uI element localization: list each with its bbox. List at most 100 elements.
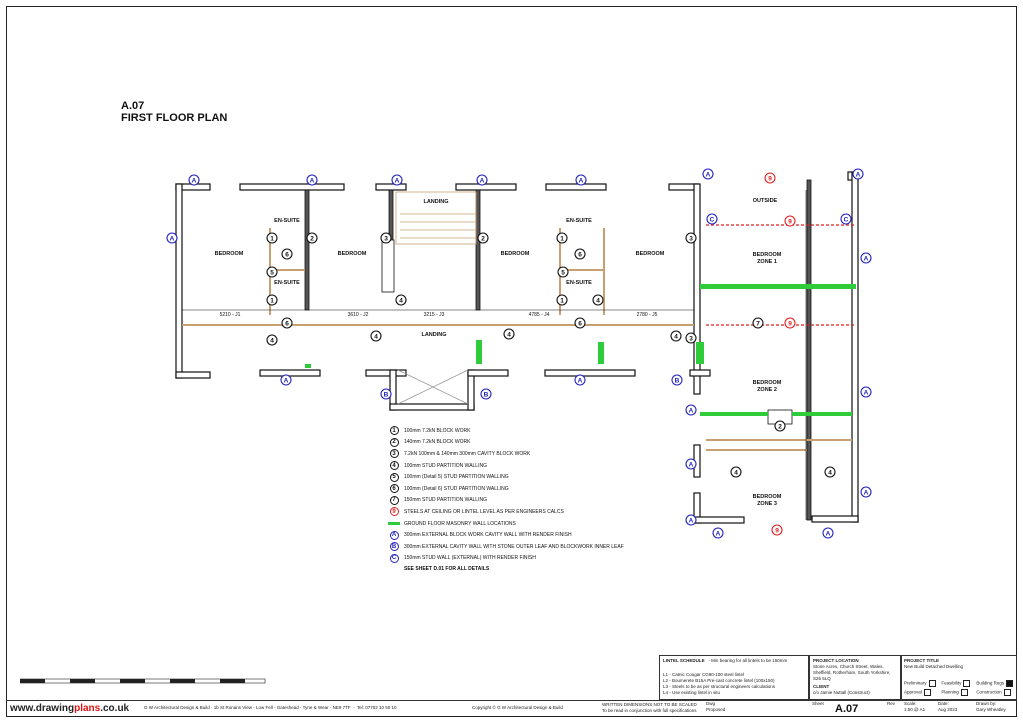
room-zone1-b: ZONE 1	[757, 259, 777, 265]
room-bedroom-4: BEDROOM	[636, 251, 665, 257]
legend-item: 2 140mm 7.2kN BLOCK WORK	[388, 437, 688, 449]
key-marker-A: A	[860, 252, 872, 264]
legend-key: C	[388, 553, 400, 563]
ground-floor-masonry	[305, 284, 856, 416]
key-marker-6: 6	[574, 248, 586, 260]
key-marker-5: 5	[557, 266, 569, 278]
span-labels: 5210 - J1 3610 - J2 3215 - J3 4785 - J4 …	[220, 312, 658, 318]
key-marker-2: 2	[774, 420, 786, 432]
key-marker-3: 3	[380, 232, 392, 244]
project-location: PROJECT LOCATION Stone Acres, Church Str…	[813, 658, 891, 695]
svg-text:2: 2	[310, 235, 314, 242]
room-ensuite-1: EN-SUITE	[274, 218, 300, 224]
svg-text:9: 9	[788, 320, 792, 327]
key-marker-A: A	[860, 486, 872, 498]
sheet-name: FIRST FLOOR PLAN	[121, 112, 228, 124]
legend-key: 2	[388, 437, 400, 447]
status-option: Feasibility	[941, 680, 973, 687]
stair	[395, 191, 477, 405]
svg-text:A: A	[689, 407, 694, 414]
legend-text: 100mm STUD PARTITION WALLING	[404, 462, 487, 469]
room-bedroom-3: BEDROOM	[501, 251, 530, 257]
room-landing-1: LANDING	[423, 199, 448, 205]
room-ensuite-2: EN-SUITE	[274, 280, 300, 286]
svg-text:2: 2	[778, 423, 782, 430]
date-field: Date:Aug 2023	[938, 701, 958, 712]
svg-text:7: 7	[756, 320, 760, 327]
svg-text:A: A	[706, 171, 711, 178]
key-marker-A: A	[822, 527, 834, 539]
legend-key: 6	[388, 484, 400, 494]
svg-text:4: 4	[507, 331, 511, 338]
key-marker-A: A	[391, 174, 403, 186]
status-checkbox	[928, 680, 936, 687]
key-marker-9: 9	[784, 317, 796, 329]
svg-text:A: A	[310, 177, 315, 184]
room-zone1-a: BEDROOM	[753, 252, 782, 258]
key-marker-2: 2	[306, 232, 318, 244]
status-checkbox	[1006, 680, 1014, 687]
legend-note: SEE SHEET D.01 FOR ALL DETAILS	[404, 566, 490, 573]
legend-text: 150mm STUD PARTITION WALLING	[404, 497, 487, 504]
key-marker-6: 6	[281, 317, 293, 329]
status-option: Preliminary	[904, 680, 938, 687]
svg-text:6: 6	[285, 320, 289, 327]
svg-text:A: A	[579, 177, 584, 184]
legend-text: 100mm 7.2kN BLOCK WORK	[404, 427, 471, 434]
key-marker-6: 6	[281, 248, 293, 260]
key-marker-A: A	[166, 232, 178, 244]
key-marker-1: 1	[266, 294, 278, 306]
svg-text:6: 6	[578, 320, 582, 327]
svg-text:A: A	[689, 517, 694, 524]
room-ensuite-3: EN-SUITE	[566, 218, 592, 224]
project-location-box	[809, 655, 901, 700]
key-marker-A: A	[712, 527, 724, 539]
footer-bar	[6, 700, 1017, 717]
sheet-number: A.07	[121, 100, 145, 112]
key-marker-A: A	[685, 458, 697, 470]
footer-copyright: Copyright © G W Architectural Design & B…	[472, 705, 563, 710]
svg-text:3: 3	[384, 235, 388, 242]
svg-text:6: 6	[578, 251, 582, 258]
svg-text:B: B	[484, 391, 489, 398]
key-marker-4: 4	[824, 466, 836, 478]
svg-text:9: 9	[768, 175, 772, 182]
svg-text:5: 5	[270, 269, 274, 276]
key-marker-1: 1	[266, 232, 278, 244]
key-marker-2: 2	[477, 232, 489, 244]
svg-text:4: 4	[674, 333, 678, 340]
key-marker-4: 4	[730, 466, 742, 478]
lintel-schedule	[659, 655, 809, 700]
room-zone3-a: BEDROOM	[753, 494, 782, 500]
project-title-box	[901, 655, 1017, 700]
svg-text:1: 1	[270, 235, 274, 242]
svg-text:A: A	[826, 530, 831, 537]
legend-key: 9	[388, 507, 400, 517]
svg-text:A: A	[864, 489, 869, 496]
svg-text:4: 4	[399, 297, 403, 304]
svg-text:A: A	[856, 171, 861, 178]
legend-text: 140mm 7.2kN BLOCK WORK	[404, 439, 471, 446]
sheet-number-footer: A.07	[835, 703, 859, 715]
key-marker-3: 3	[685, 332, 697, 344]
svg-text:6: 6	[285, 251, 289, 258]
svg-text:A: A	[395, 177, 400, 184]
legend-text: 300mm EXTERNAL BLOCK WORK CAVITY WALL WI…	[404, 532, 572, 539]
legend-key: 3	[388, 449, 400, 459]
key-marker-A: A	[685, 404, 697, 416]
project-title: PROJECT TITLE New Build Detached Dwellin…	[904, 658, 1016, 696]
key-marker-1: 1	[556, 294, 568, 306]
key-marker-A: A	[860, 386, 872, 398]
legend-key	[388, 519, 400, 529]
scale-bar	[20, 678, 266, 684]
key-marker-B: B	[380, 388, 392, 400]
legend-key: B	[388, 542, 400, 552]
svg-text:B: B	[384, 391, 389, 398]
key-marker-4: 4	[395, 294, 407, 306]
